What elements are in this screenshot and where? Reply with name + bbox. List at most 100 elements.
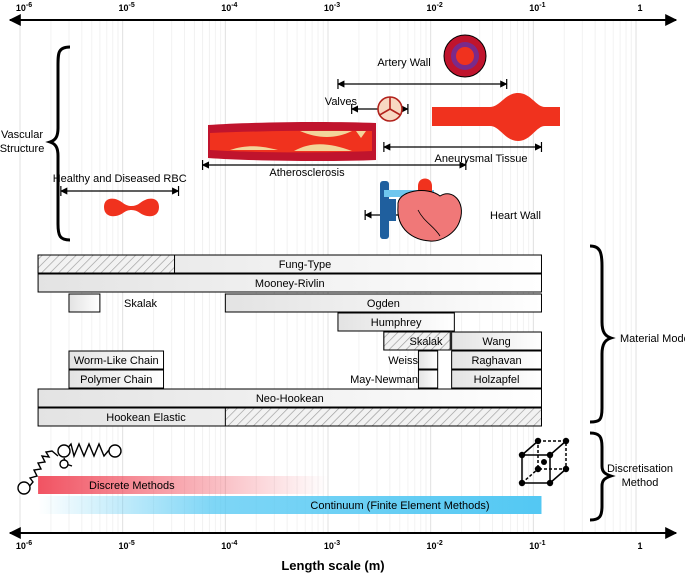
bottom-tick-label: 10-2 <box>427 540 443 551</box>
material-model-label: Mooney-Rivlin <box>255 278 325 290</box>
tick-base: 10 <box>427 541 437 551</box>
material-model-label: Hookean Elastic <box>106 412 186 424</box>
tick-exponent: -5 <box>129 2 135 9</box>
bar-body <box>68 369 165 389</box>
discretisation-brace <box>589 431 616 522</box>
bottom-tick-label: 10-4 <box>221 540 237 551</box>
tick-exponent: -3 <box>334 540 340 547</box>
material-model-bar: Fung-Type <box>37 254 542 274</box>
tick-exponent: -4 <box>231 540 237 547</box>
vascular-span-label: Aneurysmal Tissue <box>435 153 528 165</box>
discrete-methods-label: Discrete Methods <box>89 480 175 492</box>
material-model-bar: Raghavan <box>451 350 542 370</box>
vascular-span-label: Healthy and Diseased RBC <box>53 173 187 185</box>
material-model-label: Humphrey <box>371 317 422 329</box>
spring-chain-icon <box>17 442 122 495</box>
artery-cross-section-icon <box>443 34 487 78</box>
atherosclerosis-vessel-icon <box>208 121 376 162</box>
material-model-label: Ogden <box>367 298 400 310</box>
tick-exponent: -3 <box>334 2 340 9</box>
material-model-label: Holzapfel <box>474 374 520 386</box>
top-tick-label: 10-5 <box>119 2 135 13</box>
top-tick-label: 10-6 <box>16 2 32 13</box>
bar-body <box>37 273 542 293</box>
bar-body <box>417 350 439 370</box>
fem-cube-icon <box>518 437 570 487</box>
material-model-bar: Hookean Elastic <box>37 407 542 427</box>
vascular-span-label: Valves <box>325 96 358 108</box>
bar-hatch <box>224 407 542 427</box>
material-model-label: May-Newman <box>350 374 418 386</box>
vascular-label-line1: Vascular <box>1 129 43 141</box>
bar-hatch <box>383 331 451 351</box>
top-tick-label: 10-3 <box>324 2 340 13</box>
bar-body <box>68 350 165 370</box>
bottom-tick-label: 10-3 <box>324 540 340 551</box>
vascular-brace <box>45 45 71 242</box>
material-model-bar: Polymer Chain <box>68 369 165 389</box>
bar-hatch <box>37 254 176 274</box>
tick-base: 10 <box>16 541 26 551</box>
discretisation-label-line2: Method <box>622 477 659 489</box>
material-model-bar: Weiss <box>388 350 439 370</box>
bar-body <box>68 293 101 313</box>
tick-exponent: -5 <box>129 540 135 547</box>
top-tick-label: 10-2 <box>427 2 443 13</box>
material-model-bar: Mooney-Rivlin <box>37 273 542 293</box>
material-model-bar: Humphrey <box>337 312 455 332</box>
tick-base: 10 <box>221 541 231 551</box>
material-model-label: Worm-Like Chain <box>74 355 159 367</box>
top-tick-label: 10-1 <box>529 2 545 13</box>
tick-exponent: -2 <box>437 540 443 547</box>
tick-base: 10 <box>324 541 334 551</box>
tick-exponent: -1 <box>539 2 545 9</box>
vascular-label-line2: Structure <box>0 143 44 155</box>
material-brace <box>589 244 616 424</box>
material-model-label: Raghavan <box>471 355 521 367</box>
top-tick-label: 10-4 <box>221 2 237 13</box>
material-model-bar: Skalak <box>383 331 451 351</box>
discretisation-label-line1: Discretisation <box>607 463 673 475</box>
tick-base: 10 <box>529 541 539 551</box>
continuum-methods-label: Continuum (Finite Element Methods) <box>310 500 489 512</box>
tick-base: 10 <box>16 3 26 13</box>
top-tick-label: 1 <box>638 3 643 13</box>
material-label: Material Model <box>620 333 685 345</box>
bar-body <box>451 331 542 351</box>
discretisation-group: Discrete Methods Continuum (Finite Eleme… <box>17 431 673 522</box>
tick-exponent: -6 <box>26 2 32 9</box>
bottom-tick-label: 10-1 <box>529 540 545 551</box>
bar-body <box>451 369 542 389</box>
bar-body <box>224 293 542 313</box>
material-model-bar: Worm-Like Chain <box>68 350 165 370</box>
material-model-bar: May-Newman <box>350 369 439 389</box>
material-model-bar: Ogden <box>224 293 542 313</box>
vascular-span-label: Heart Wall <box>490 210 541 222</box>
material-model-label: Neo-Hookean <box>256 393 324 405</box>
material-model-label: Weiss <box>388 355 418 367</box>
material-model-bar: Wang <box>451 331 542 351</box>
material-model-label: Fung-Type <box>279 259 332 271</box>
bottom-tick-label: 10-5 <box>119 540 135 551</box>
bar-body <box>337 312 455 332</box>
bar-body <box>37 388 542 408</box>
bar-body <box>417 369 439 389</box>
heart-icon <box>380 178 462 242</box>
aneurysm-icon <box>432 93 560 141</box>
vascular-span-label: Atherosclerosis <box>269 167 345 179</box>
vascular-span-label: Artery Wall <box>377 57 430 69</box>
tick-base: 10 <box>119 541 129 551</box>
bottom-tick-label: 1 <box>638 541 643 551</box>
tick-exponent: -2 <box>437 2 443 9</box>
material-model-bar: Skalak <box>68 293 158 313</box>
axis-label: Length scale (m) <box>281 558 384 573</box>
continuum-methods-bar <box>38 496 542 514</box>
material-model-bar: Neo-Hookean <box>37 388 542 408</box>
tick-exponent: -4 <box>231 2 237 9</box>
tick-base: 10 <box>221 3 231 13</box>
tick-base: 10 <box>427 3 437 13</box>
